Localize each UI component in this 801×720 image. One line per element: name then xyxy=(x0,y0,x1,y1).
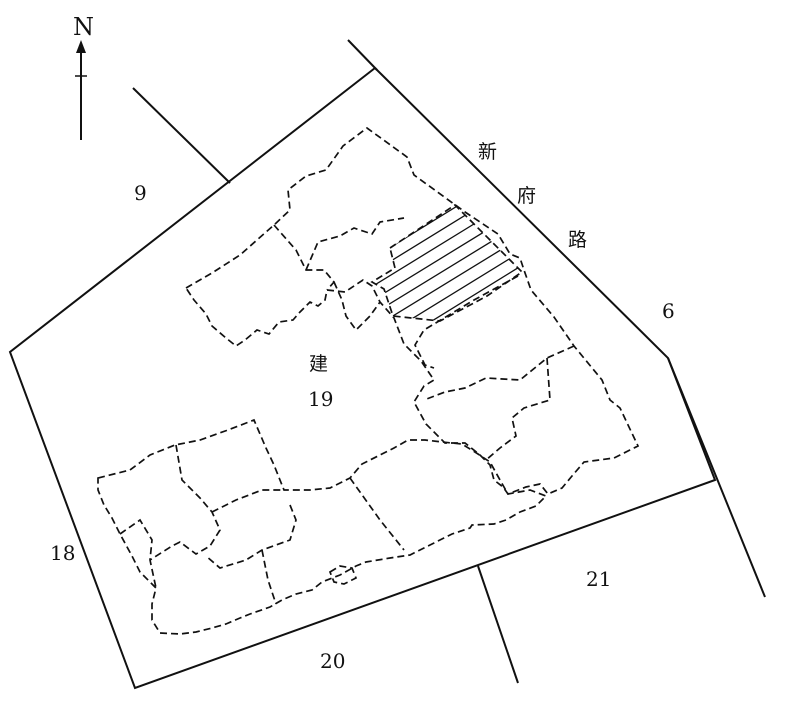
parcel-6-21-boundary xyxy=(667,357,766,598)
east-wing-divider xyxy=(414,275,519,369)
building-outlines xyxy=(97,126,640,635)
road-label: 新 府 路 xyxy=(478,141,587,251)
south-wing-divider-1 xyxy=(149,444,221,561)
north-wing-divider-3 xyxy=(333,281,381,332)
north-label: N xyxy=(73,13,94,41)
north-arrow: N xyxy=(73,13,94,140)
south-wing-divider-5 xyxy=(349,477,405,551)
parcel-18-label: 18 xyxy=(50,541,75,565)
north-arrowhead-icon xyxy=(76,40,86,53)
road-label-char-1: 新 xyxy=(478,141,497,163)
parcel-labels: 9 6 建 19 18 21 20 xyxy=(50,181,675,673)
parcel-boundaries xyxy=(8,39,766,690)
parcel-21-label: 21 xyxy=(586,567,611,591)
hatched-building-area xyxy=(370,203,524,322)
north-wing-divider-2 xyxy=(305,217,405,271)
parcel-19-boundary xyxy=(8,67,717,690)
north-wing-divider-1 xyxy=(273,224,336,291)
hatched-area-outline xyxy=(370,203,524,322)
parcel-19-label: 19 xyxy=(308,387,333,411)
south-wing-divider-6 xyxy=(119,518,157,589)
parcel-9-label: 9 xyxy=(134,181,147,205)
north-building-outline xyxy=(184,126,640,496)
south-wing-divider-2 xyxy=(211,489,284,513)
south-wing-divider-4 xyxy=(261,549,277,605)
road-edge-line xyxy=(347,39,378,71)
hatch-pattern xyxy=(372,205,522,321)
small-annex-outline xyxy=(328,565,358,585)
parcel-20-label: 20 xyxy=(320,649,345,673)
east-wing-divider-3 xyxy=(485,357,551,461)
east-wing-divider-2 xyxy=(423,345,575,401)
parcel-6-label: 6 xyxy=(662,299,675,323)
road-label-char-3: 路 xyxy=(568,229,587,251)
road-label-char-2: 府 xyxy=(517,185,536,207)
parcel-9-boundary xyxy=(132,87,231,184)
parcel-19-char-label: 建 xyxy=(309,353,328,375)
parcel-20-21-boundary xyxy=(477,565,519,684)
south-building-outline xyxy=(97,418,548,635)
south-wing-divider-3 xyxy=(205,504,297,569)
